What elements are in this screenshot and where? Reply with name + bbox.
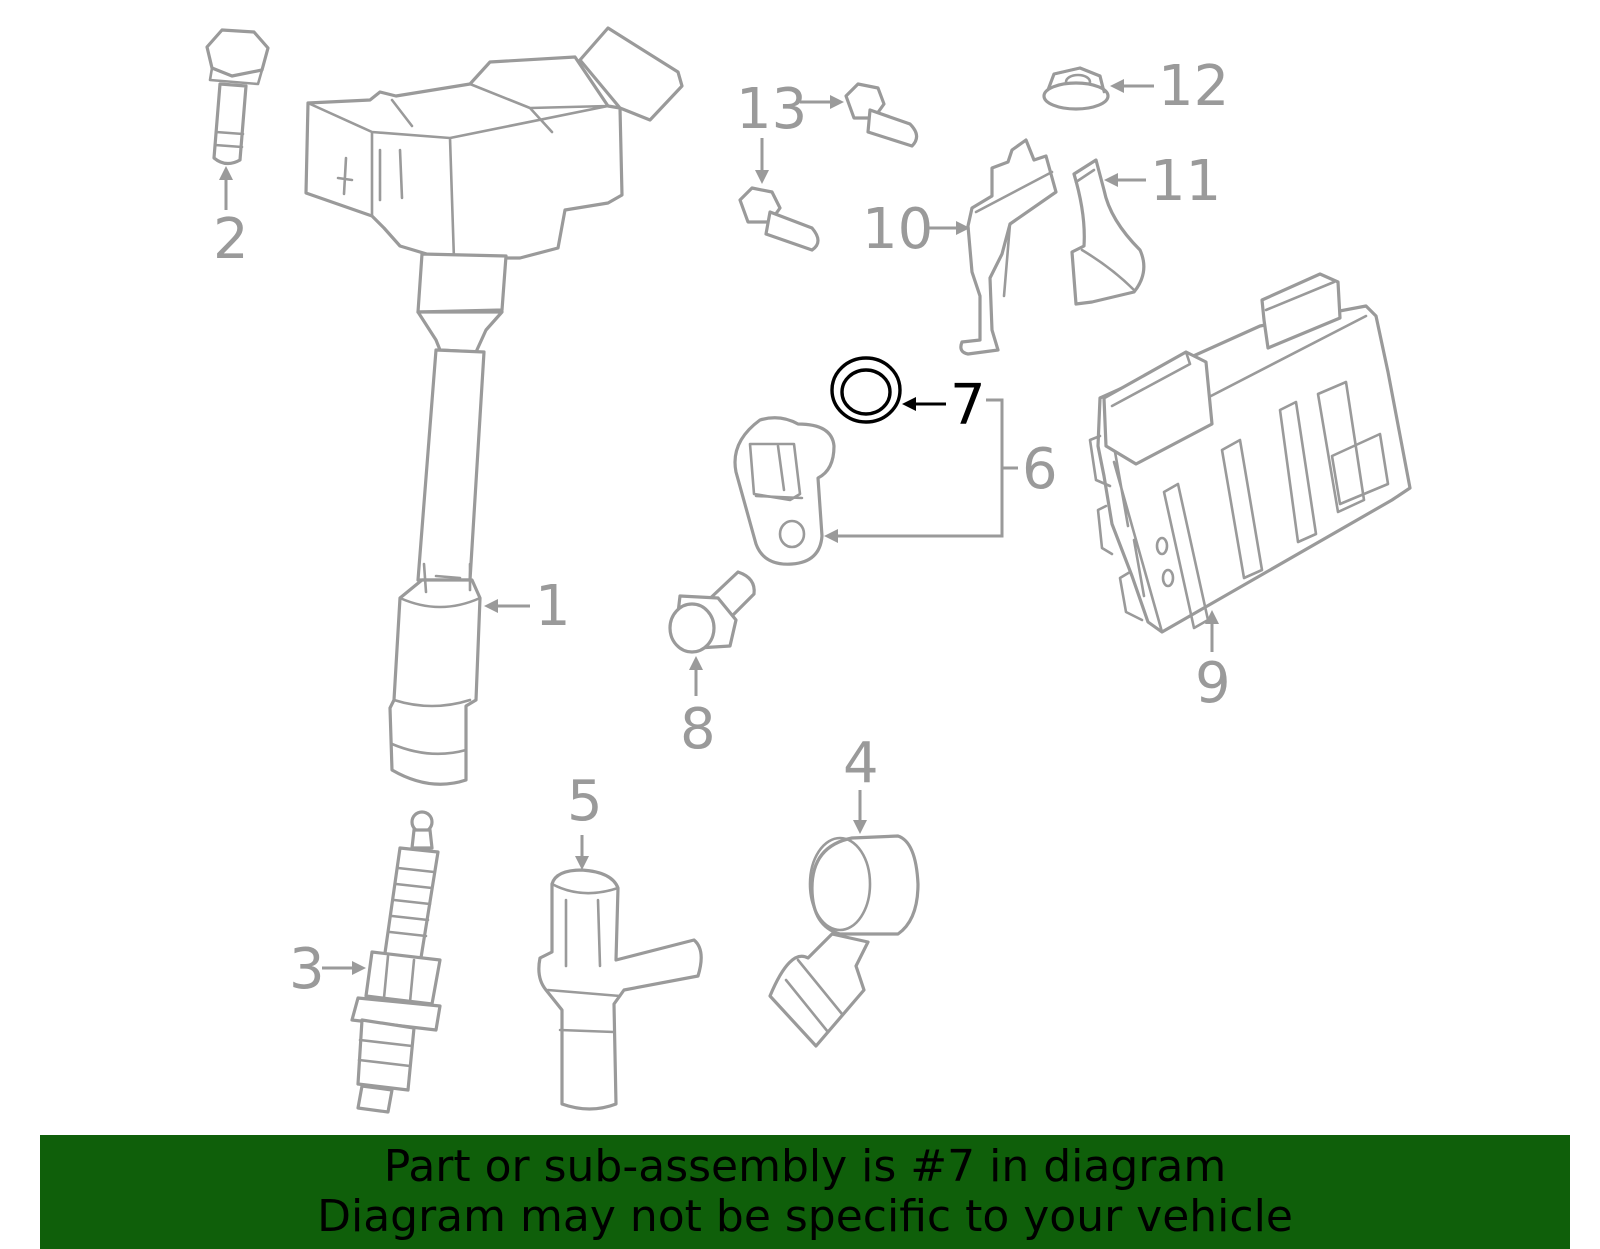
callout-11: 11 — [1150, 149, 1221, 214]
leader-12 — [1110, 79, 1154, 93]
banner-line-1: Part or sub-assembly is #7 in diagram — [383, 1141, 1227, 1192]
callout-5: 5 — [567, 769, 603, 834]
part-4-knock-sensor — [768, 834, 920, 1048]
callout-2: 2 — [213, 207, 249, 272]
leader-5 — [575, 835, 589, 870]
callout-3: 3 — [289, 937, 325, 1002]
callout-12: 12 — [1158, 54, 1229, 119]
part-5-position-sensor — [537, 868, 703, 1111]
callout-6: 6 — [1022, 437, 1058, 502]
leader-9 — [1205, 610, 1219, 652]
part-2-bolt — [205, 28, 270, 166]
leader-10 — [928, 221, 970, 235]
callout-1: 1 — [535, 574, 571, 639]
part-8-bolt — [668, 570, 756, 654]
part-6-sensor — [733, 416, 836, 566]
leader-6-bracket — [824, 398, 1018, 543]
leader-11 — [1104, 173, 1146, 187]
leader-4 — [853, 790, 867, 834]
info-banner: Part or sub-assembly is #7 in diagram Di… — [40, 1135, 1570, 1249]
leader-8 — [689, 656, 703, 696]
callout-9: 9 — [1195, 651, 1231, 716]
part-13-bolt-upper — [844, 82, 919, 148]
callout-10: 10 — [862, 197, 933, 262]
leader-7 — [902, 397, 946, 411]
part-9-ecu — [1088, 272, 1412, 634]
callout-13: 13 — [736, 77, 807, 142]
part-12-nut — [1042, 66, 1110, 111]
callout-4: 4 — [843, 731, 879, 796]
part-3-spark-plug — [350, 810, 442, 1114]
leader-13 — [755, 95, 844, 184]
part-10-bracket — [959, 138, 1058, 356]
leader-1 — [484, 599, 530, 613]
banner-line-2: Diagram may not be specific to your vehi… — [317, 1191, 1293, 1242]
part-1-ignition-coil — [304, 26, 684, 786]
leader-3 — [322, 961, 366, 975]
part-11-cover — [1070, 158, 1146, 306]
callout-7: 7 — [950, 373, 986, 438]
callout-8: 8 — [680, 697, 716, 762]
part-13-bolt-lower — [738, 186, 820, 252]
leader-2 — [219, 166, 233, 210]
part-7-o-ring — [830, 356, 902, 424]
